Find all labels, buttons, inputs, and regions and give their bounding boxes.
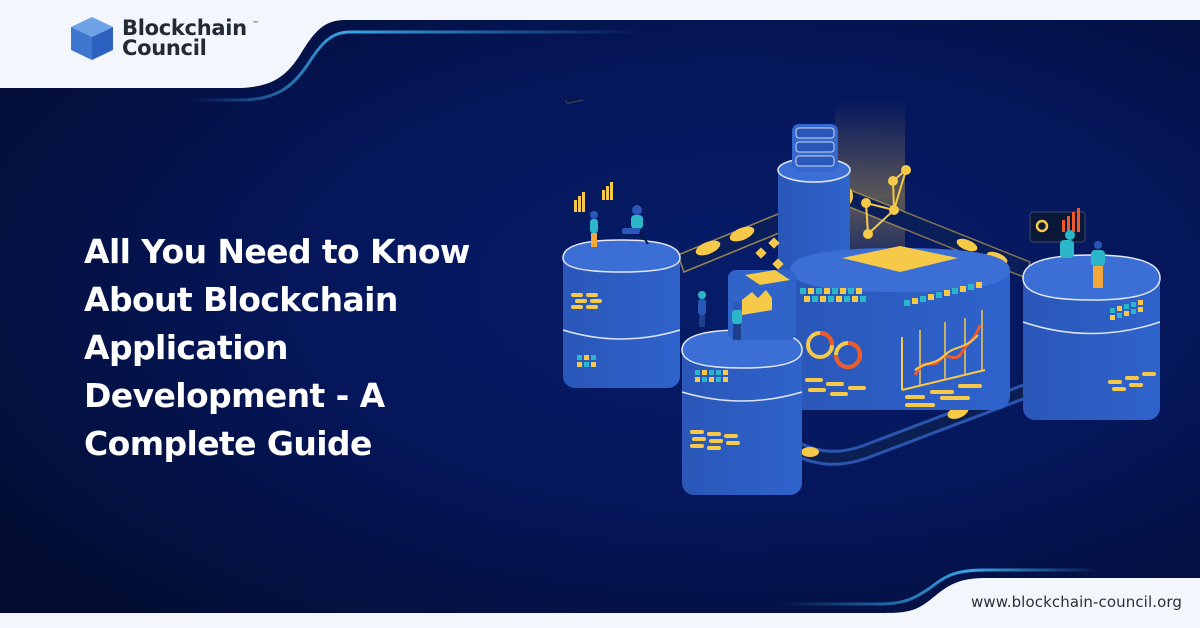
title-line-4: Development - A bbox=[84, 376, 385, 415]
person-icon bbox=[698, 291, 706, 327]
cube-icon bbox=[71, 17, 113, 60]
title-line-3: Application bbox=[84, 328, 288, 367]
title-line-1: All You Need to Know bbox=[84, 232, 470, 271]
person-icon bbox=[590, 211, 598, 247]
brand-name-line1: Blockchain bbox=[122, 16, 247, 40]
trademark-symbol: ™ bbox=[252, 20, 259, 28]
network-node-icon bbox=[861, 165, 911, 239]
blockchain-illustration bbox=[562, 100, 1161, 495]
website-url[interactable]: www.blockchain-council.org bbox=[970, 593, 1182, 611]
person-icon bbox=[732, 302, 742, 340]
server-block-icon bbox=[562, 100, 681, 388]
analytics-chart-icon bbox=[901, 310, 986, 407]
brand-logo[interactable]: Blockchain Council ™ bbox=[68, 14, 259, 62]
person-icon bbox=[1060, 230, 1075, 258]
title-line-5: Complete Guide bbox=[84, 424, 372, 463]
server-block-icon bbox=[681, 270, 803, 495]
data-diamond-icon bbox=[755, 237, 784, 270]
page-title: All You Need to Know About Blockchain Ap… bbox=[84, 228, 524, 468]
title-line-2: About Blockchain bbox=[84, 280, 398, 319]
gauge-icon bbox=[806, 331, 862, 369]
brand-name: Blockchain Council ™ bbox=[122, 16, 259, 60]
server-block-icon bbox=[790, 246, 1010, 410]
brand-name-line2: Council bbox=[122, 36, 207, 60]
server-block-icon bbox=[1022, 208, 1161, 420]
person-icon bbox=[622, 205, 649, 245]
person-icon bbox=[1091, 241, 1105, 288]
